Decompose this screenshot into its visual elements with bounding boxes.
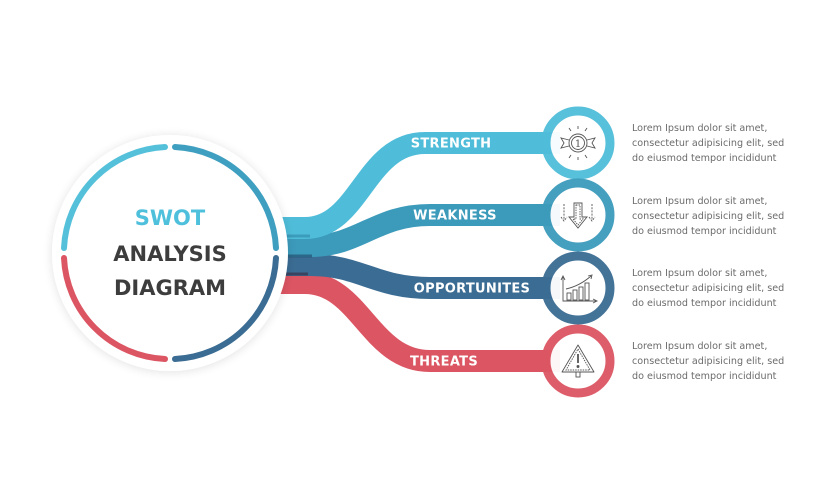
node-weakness [541,178,615,252]
band-opportunities [270,254,560,299]
band-strength [270,132,560,239]
growth-chart-icon [560,274,599,304]
description-line: consectetur adipisicing elit, sed [632,283,785,294]
description-threats: Lorem Ipsum dolor sit amet, consectetur … [632,339,802,384]
description-line: consectetur adipisicing elit, sed [632,138,785,149]
arrow-down-icon [560,202,596,229]
center-circle [52,135,288,371]
band-threats [270,272,560,372]
description-line: Lorem Ipsum dolor sit amet, [632,341,768,352]
description-line: do eiusmod tempor incididunt [632,153,777,164]
description-line: Lorem Ipsum dolor sit amet, [632,268,768,279]
label-threats: THREATS [409,354,479,370]
description-line: consectetur adipisicing elit, sed [632,356,785,367]
title-analysis: ANALYSIS [113,242,227,266]
description-line: do eiusmod tempor incididunt [632,371,777,382]
description-line: Lorem Ipsum dolor sit amet, [632,196,768,207]
description-line: consectetur adipisicing elit, sed [632,211,785,222]
node-opportunities [541,251,615,325]
svg-text:1: 1 [575,139,581,150]
warning-sign-icon [561,344,595,378]
description-line: do eiusmod tempor incididunt [632,226,777,237]
description-opportunities: Lorem Ipsum dolor sit amet, consectetur … [632,266,802,311]
node-strength [541,106,615,180]
label-strength: STRENGTH [410,136,492,152]
description-line: Lorem Ipsum dolor sit amet, [632,123,768,134]
title-swot: SWOT [134,206,206,230]
medal-icon: 1 [560,126,596,160]
label-opportunities: OPPORTUNITES [413,281,531,297]
band-weakness [270,204,560,257]
description-line: do eiusmod tempor incididunt [632,298,777,309]
description-weakness: Lorem Ipsum dolor sit amet, consectetur … [632,194,802,239]
label-weakness: WEAKNESS [413,208,497,224]
description-strength: Lorem Ipsum dolor sit amet, consectetur … [632,121,802,166]
title-diagram: DIAGRAM [113,276,227,300]
